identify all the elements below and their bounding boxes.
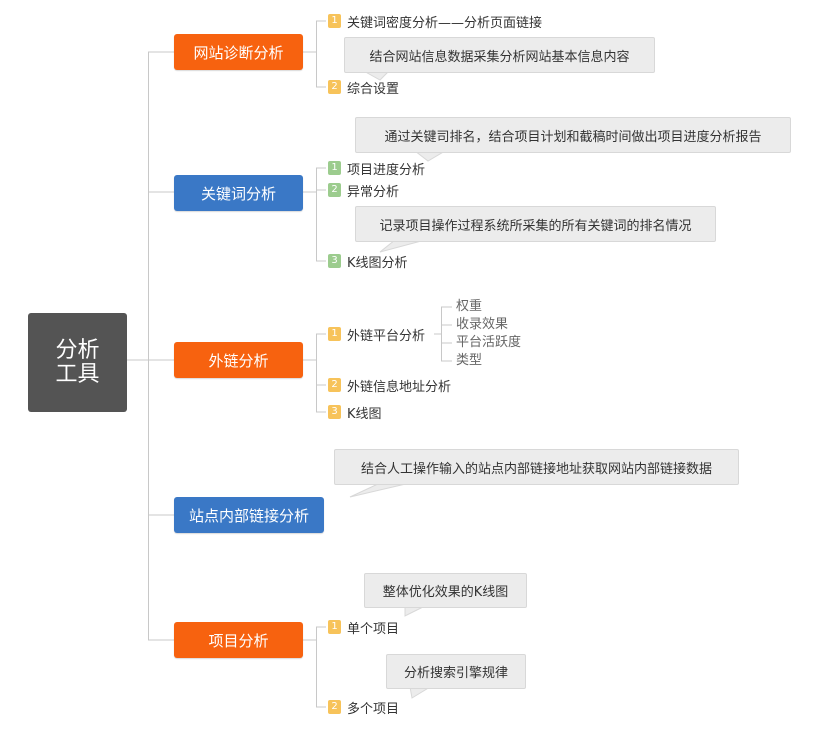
item-label: 外链平台分析 xyxy=(347,328,426,344)
topic-external-links[interactable]: 外链分析 xyxy=(174,342,303,378)
item-label: 综合设置 xyxy=(347,81,400,97)
note-text: 整体优化效果的K线图 xyxy=(382,585,509,600)
list-item[interactable]: 1 单个项目 xyxy=(328,618,400,637)
list-item[interactable]: 1 项目进度分析 xyxy=(328,159,426,178)
sub-item[interactable]: 类型 xyxy=(456,353,483,368)
number-badge: 1 xyxy=(328,620,341,634)
number-badge: 2 xyxy=(328,183,341,197)
note-text: 记录项目操作过程系统所采集的所有关键词的排名情况 xyxy=(379,218,692,234)
callout-note[interactable]: 分析搜索引擎规律 xyxy=(386,654,526,689)
item-label: K线图 xyxy=(347,406,382,422)
item-label: 异常分析 xyxy=(347,184,400,200)
topic-keyword[interactable]: 关键词分析 xyxy=(174,175,303,211)
sub-item[interactable]: 平台活跃度 xyxy=(456,335,522,350)
topic-label: 关键词分析 xyxy=(200,184,276,203)
callout-note[interactable]: 整体优化效果的K线图 xyxy=(364,573,527,608)
topic-label: 外链分析 xyxy=(208,351,269,370)
callout-note[interactable]: 结合人工操作输入的站点内部链接地址获取网站内部链接数据 xyxy=(334,449,739,485)
note-text: 结合网站信息数据采集分析网站基本信息内容 xyxy=(369,49,630,65)
central-topic-line1: 分析 xyxy=(55,337,100,363)
list-item[interactable]: 2 综合设置 xyxy=(328,78,400,97)
topic-site-diagnosis[interactable]: 网站诊断分析 xyxy=(174,34,303,70)
item-label: 单个项目 xyxy=(347,621,400,637)
item-label: 外链信息地址分析 xyxy=(347,379,452,395)
number-badge: 2 xyxy=(328,80,341,94)
list-item[interactable]: 2 外链信息地址分析 xyxy=(328,376,452,395)
callout-note[interactable]: 通过关键司排名，结合项目计划和截稿时间做出项目进度分析报告 xyxy=(355,117,791,153)
list-item[interactable]: 2 异常分析 xyxy=(328,181,400,200)
central-topic-line2: 工具 xyxy=(55,361,100,387)
sub-item[interactable]: 权重 xyxy=(456,299,483,314)
list-item[interactable]: 1 关键词密度分析——分析页面链接 xyxy=(328,12,543,31)
note-text: 结合人工操作输入的站点内部链接地址获取网站内部链接数据 xyxy=(360,461,712,477)
list-item[interactable]: 2 多个项目 xyxy=(328,698,400,717)
item-label: 项目进度分析 xyxy=(347,162,426,178)
note-text: 通过关键司排名，结合项目计划和截稿时间做出项目进度分析报告 xyxy=(384,129,762,145)
topic-project[interactable]: 项目分析 xyxy=(174,622,303,658)
sub-item[interactable]: 收录效果 xyxy=(456,317,509,332)
note-text: 分析搜索引擎规律 xyxy=(403,666,508,681)
number-badge: 3 xyxy=(328,405,341,419)
item-label: 关键词密度分析——分析页面链接 xyxy=(347,15,543,31)
number-badge: 2 xyxy=(328,700,341,714)
topic-label: 项目分析 xyxy=(208,631,269,650)
number-badge: 3 xyxy=(328,254,341,268)
item-label: K线图分析 xyxy=(347,255,408,271)
callout-note[interactable]: 结合网站信息数据采集分析网站基本信息内容 xyxy=(344,37,655,73)
number-badge: 2 xyxy=(328,378,341,392)
number-badge: 1 xyxy=(328,327,341,341)
callout-tail xyxy=(349,482,411,498)
central-topic[interactable]: 分析 工具 xyxy=(28,313,127,412)
topic-label: 站点内部链接分析 xyxy=(188,506,309,525)
list-item[interactable]: 3 K线图分析 xyxy=(328,252,408,271)
callout-note[interactable]: 记录项目操作过程系统所采集的所有关键词的排名情况 xyxy=(355,206,716,242)
number-badge: 1 xyxy=(328,161,341,175)
list-item[interactable]: 3 K线图 xyxy=(328,403,382,422)
topic-internal-links[interactable]: 站点内部链接分析 xyxy=(174,497,324,533)
number-badge: 1 xyxy=(328,14,341,28)
topic-label: 网站诊断分析 xyxy=(193,43,284,62)
item-label: 多个项目 xyxy=(347,701,400,717)
list-item[interactable]: 1 外链平台分析 xyxy=(328,325,426,344)
